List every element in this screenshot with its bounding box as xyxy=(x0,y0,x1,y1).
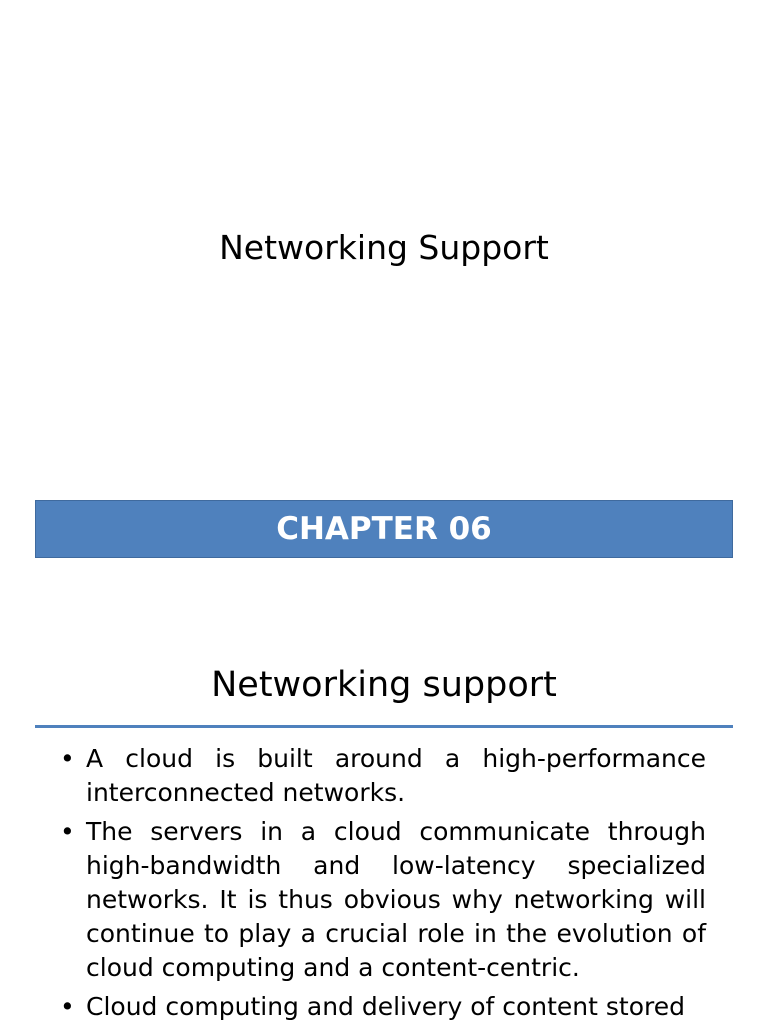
page-title: Networking Support xyxy=(219,228,549,267)
bullet-icon: • xyxy=(60,744,75,773)
bullet-item: • A cloud is built around a high-perform… xyxy=(60,742,706,810)
bullet-icon: • xyxy=(60,817,75,846)
section-divider xyxy=(35,725,733,728)
chapter-banner: CHAPTER 06 xyxy=(35,500,733,558)
bullet-icon: • xyxy=(60,992,75,1021)
chapter-label: CHAPTER 06 xyxy=(276,511,492,547)
bullet-item: • The servers in a cloud communicate thr… xyxy=(60,815,706,985)
bullet-list: • A cloud is built around a high-perform… xyxy=(60,742,706,1029)
bullet-item: • Cloud computing and delivery of conten… xyxy=(60,990,706,1024)
bullet-text: Cloud computing and delivery of content … xyxy=(86,992,685,1021)
section-title: Networking support xyxy=(211,665,557,705)
bullet-text: A cloud is built around a high-performan… xyxy=(86,744,706,807)
bullet-text: The servers in a cloud communicate throu… xyxy=(86,817,706,982)
